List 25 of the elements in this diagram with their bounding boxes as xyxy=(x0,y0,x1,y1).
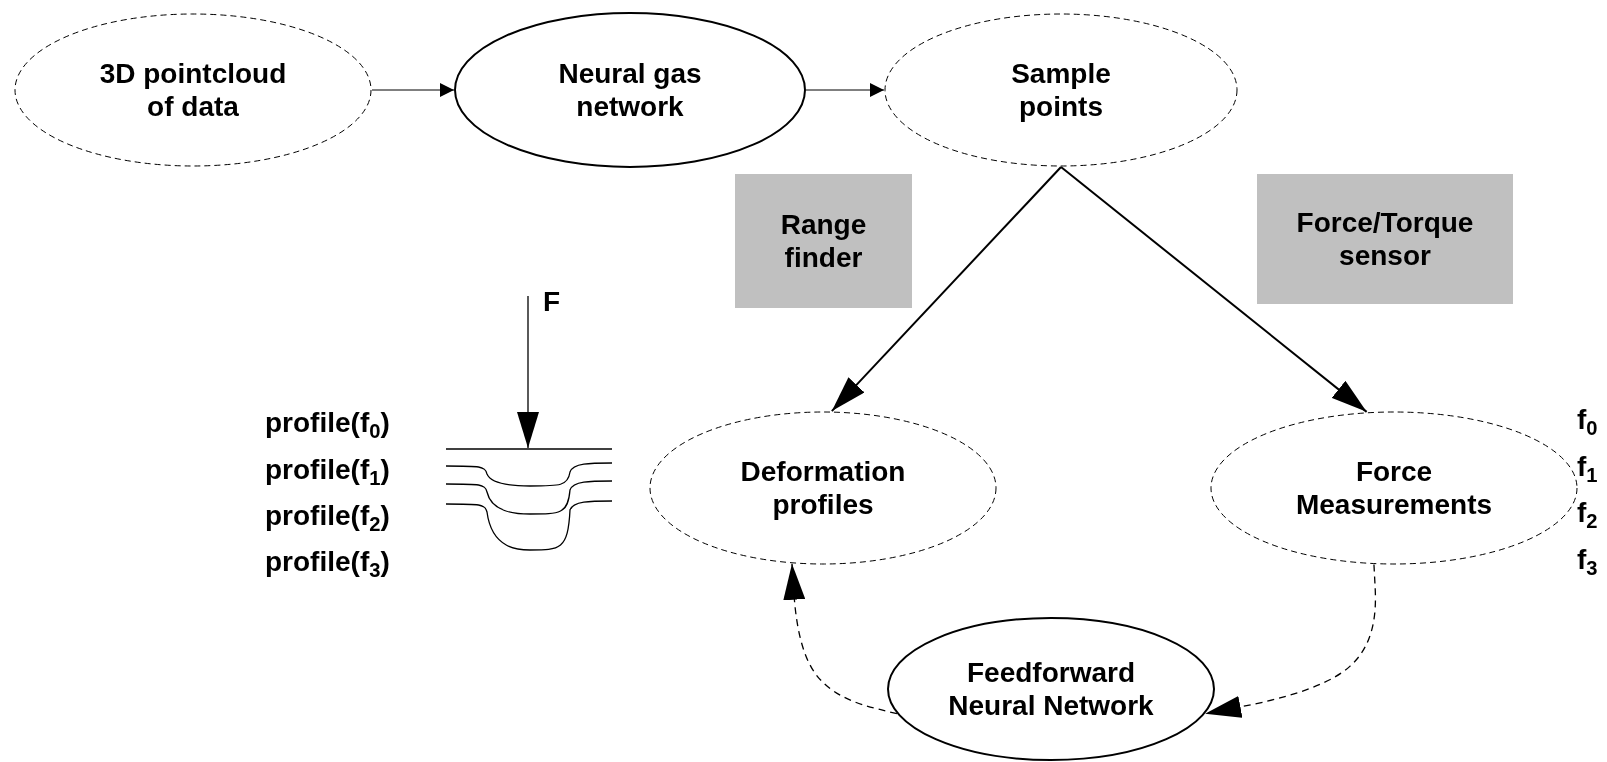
force-label: F xyxy=(543,287,561,318)
arrow xyxy=(1060,166,1368,413)
arrow xyxy=(782,563,898,715)
profile-label: f$_{0}$ xyxy=(1577,405,1598,436)
arrow xyxy=(830,166,1062,413)
node-label: Sample points xyxy=(1010,56,1112,124)
node-label: 3D pointcloud of data xyxy=(98,56,288,124)
profile-label: profile(f$_{1}$) xyxy=(265,455,390,486)
node-label: Force/Torque sensor xyxy=(1295,205,1475,273)
profile-label: f$_{2}$ xyxy=(1577,498,1598,529)
node-label: Deformation profiles xyxy=(739,454,907,522)
profile-label: f$_{3}$ xyxy=(1577,545,1598,576)
node-label: Neural gas network xyxy=(557,56,703,124)
profile-label: profile(f$_{0}$) xyxy=(265,408,390,439)
profile-label: profile(f$_{2}$) xyxy=(265,501,390,532)
node-label: Force Measurements xyxy=(1294,454,1494,522)
arrow xyxy=(371,83,455,97)
profile-label: profile(f$_{3}$) xyxy=(265,547,390,578)
node-label: Range finder xyxy=(779,207,868,275)
sensor-box xyxy=(1257,174,1513,304)
sensor-box xyxy=(735,174,912,308)
profile-label: f$_{1}$ xyxy=(1577,452,1598,483)
arrow xyxy=(805,83,885,97)
node-label: Feedforward Neural Network xyxy=(947,655,1155,723)
arrow xyxy=(1204,563,1377,721)
